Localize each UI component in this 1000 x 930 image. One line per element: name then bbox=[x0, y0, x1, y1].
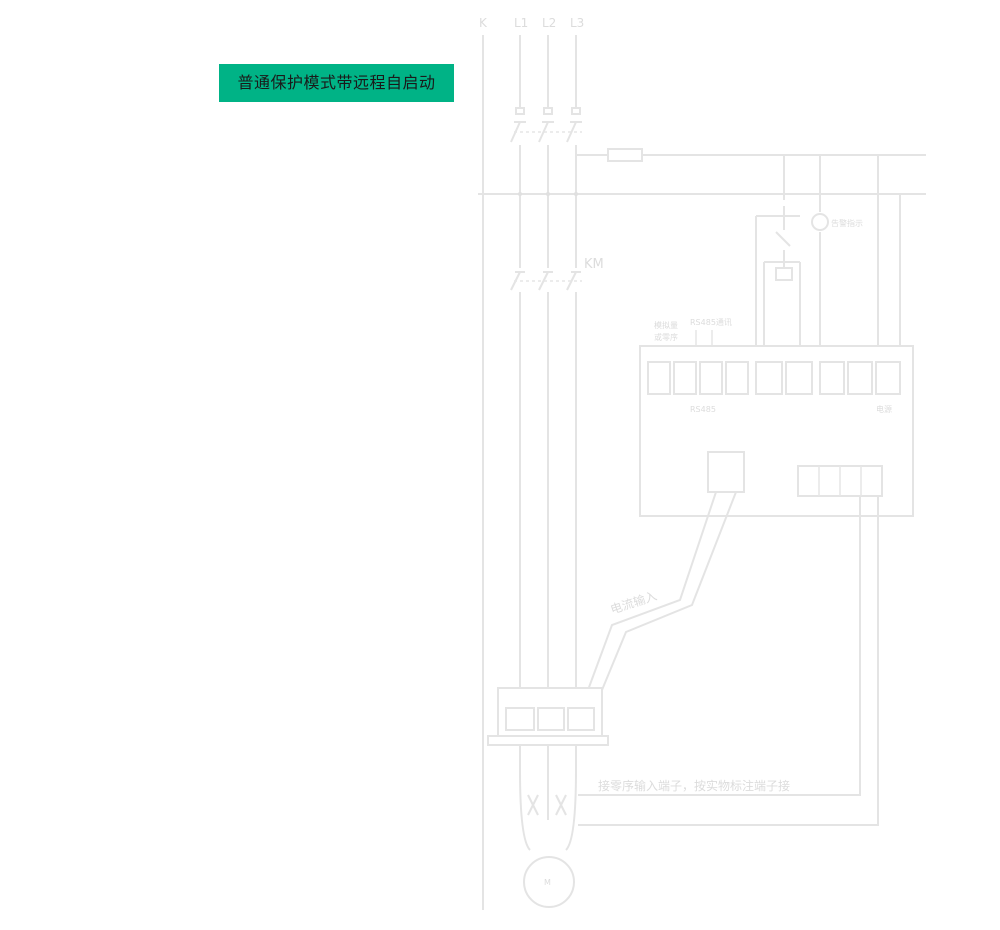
bus-label-l3: L3 bbox=[570, 16, 584, 30]
bus-label-k: K bbox=[479, 16, 488, 30]
fault-indicator-label: 告警指示 bbox=[831, 218, 863, 228]
zero-sequence-note: 接零序输入端子，按实物标注端子接 bbox=[598, 778, 790, 793]
current-transformer bbox=[487, 687, 609, 746]
bus-label-l2: L2 bbox=[542, 16, 556, 30]
bus-label-l1: L1 bbox=[514, 16, 528, 30]
analog-output-label-1: 模拟量 bbox=[654, 320, 678, 330]
current-input-cable bbox=[587, 491, 737, 691]
current-input-label: 电流输入 bbox=[608, 588, 658, 617]
rs485-comm-label: RS485通讯 bbox=[690, 317, 732, 327]
analog-output-label-2: 或零序 bbox=[654, 332, 678, 342]
control-bus bbox=[478, 148, 926, 196]
motor-feed bbox=[519, 745, 577, 851]
terminal-power-label: 电源 bbox=[876, 404, 892, 414]
contactor-km bbox=[510, 271, 582, 291]
phase-lines-top bbox=[515, 35, 581, 115]
diagram-title-badge: 普通保护模式带远程自启动 bbox=[219, 64, 454, 102]
motor-label: M bbox=[544, 878, 551, 887]
terminal-rs485-label: RS485 bbox=[690, 405, 716, 414]
breaker-switches bbox=[510, 121, 582, 143]
motor-symbol bbox=[523, 856, 575, 908]
zero-sequence-wires bbox=[578, 496, 879, 826]
fault-indicator-lamp bbox=[811, 213, 829, 231]
protector-terminal-row bbox=[647, 361, 901, 395]
contactor-km-label: KM bbox=[584, 257, 604, 272]
control-wires bbox=[755, 155, 901, 346]
phase-lines-lower bbox=[519, 292, 577, 690]
current-input-port bbox=[707, 451, 745, 493]
zero-sequence-terminals bbox=[797, 465, 883, 497]
phase-lines-mid bbox=[519, 145, 577, 268]
